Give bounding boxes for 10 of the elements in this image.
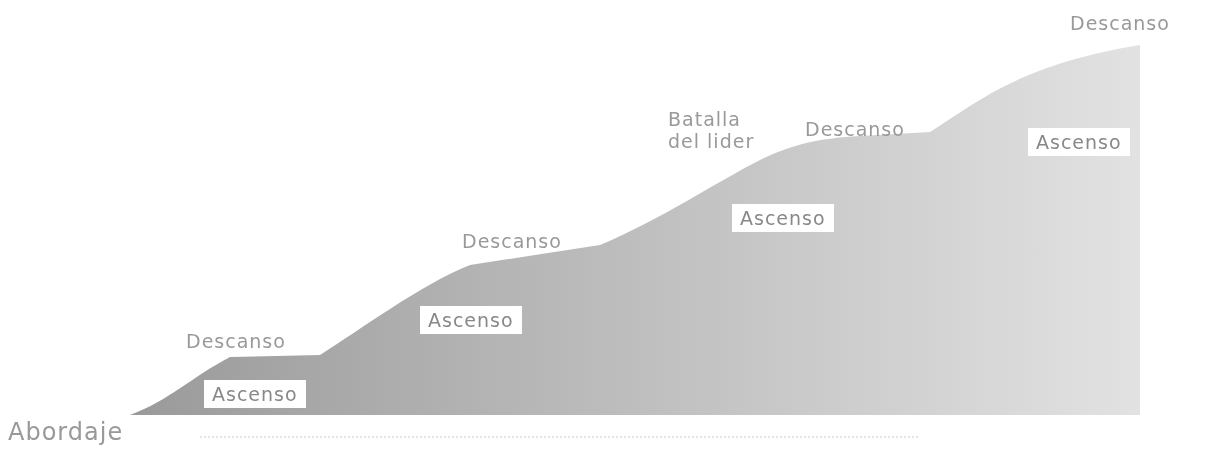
stage-label-box: Ascenso <box>732 204 834 232</box>
stage-label: Abordaje <box>8 418 124 446</box>
stage-label-box: Ascenso <box>420 306 522 334</box>
stage-label: Descanso <box>805 118 905 140</box>
stage-label: Batalla del lider <box>668 108 756 152</box>
stage-label: Descanso <box>1070 12 1170 34</box>
stage-label: Descanso <box>186 330 286 352</box>
stage-label-box: Ascenso <box>204 380 306 408</box>
stage-label-box: Ascenso <box>1028 128 1130 156</box>
stage-label: Descanso <box>462 230 562 252</box>
